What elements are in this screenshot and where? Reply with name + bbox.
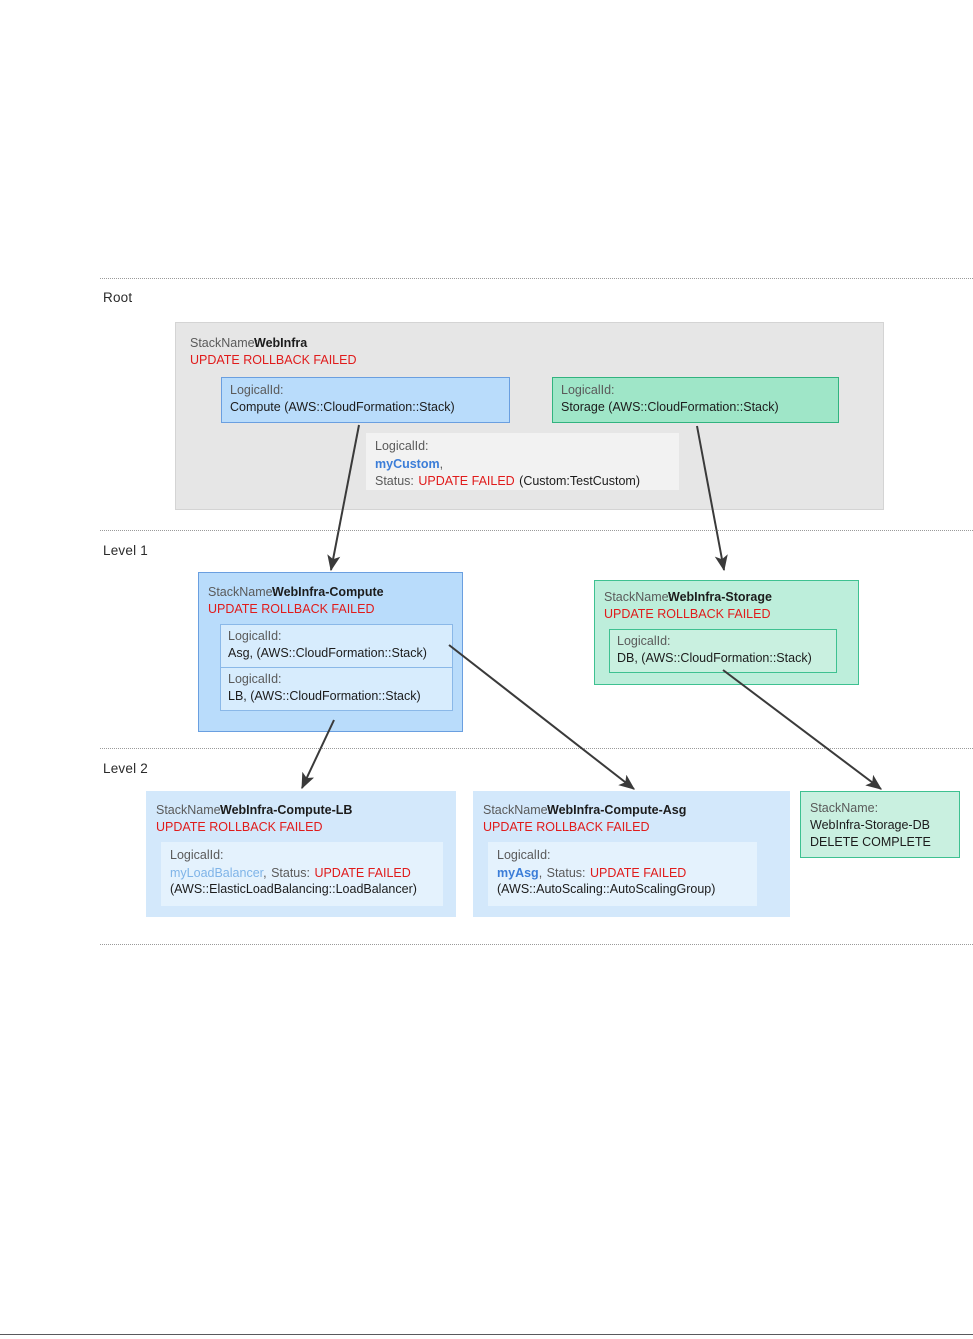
root-resource-mycustom[interactable]: LogicalId: myCustom, Status: UPDATE FAIL… xyxy=(366,433,679,490)
root-stackname-label: StackName: xyxy=(190,336,259,350)
lane-label-root: Root xyxy=(103,290,133,305)
level2-asg-stackname-label: StackName: xyxy=(483,803,552,817)
level2-lb-resource-status: UPDATE FAILED xyxy=(314,866,411,880)
level2-asg-resource-status-label: Status: xyxy=(546,866,586,880)
level2-lb-resource-type: (AWS::ElasticLoadBalancing::LoadBalancer… xyxy=(170,882,417,896)
root-resource-mycustom-status-label: Status: xyxy=(375,474,414,488)
lane-divider-root-top xyxy=(100,278,973,279)
level2-lb-resource-logicalid-label: LogicalId: xyxy=(170,848,224,862)
level1-storage-resource-db-logicalid-label: LogicalId: xyxy=(617,634,671,648)
lane-divider-level1-top xyxy=(100,530,973,531)
root-stack-box[interactable]: StackName: WebInfra UPDATE ROLLBACK FAIL… xyxy=(175,322,884,510)
level2-asg-resource-logicalid-label: LogicalId: xyxy=(497,848,551,862)
root-resource-compute[interactable]: LogicalId: Compute (AWS::CloudFormation:… xyxy=(221,377,510,423)
level2-lb-resource-myloadbalancer[interactable]: LogicalId: myLoadBalancer, Status: UPDAT… xyxy=(161,842,443,906)
level1-storage-status: UPDATE ROLLBACK FAILED xyxy=(604,607,771,621)
level1-compute-status: UPDATE ROLLBACK FAILED xyxy=(208,602,375,616)
root-resource-mycustom-logicalid-label: LogicalId: xyxy=(375,439,429,453)
root-resource-mycustom-status-row: Status: UPDATE FAILED (Custom:TestCustom… xyxy=(375,472,640,490)
level1-compute-resource-asg-logicalid-label: LogicalId: xyxy=(228,629,282,643)
root-resource-storage[interactable]: LogicalId: Storage (AWS::CloudFormation:… xyxy=(552,377,839,423)
level1-compute-resource-asg[interactable]: LogicalId: Asg, (AWS::CloudFormation::St… xyxy=(220,624,453,668)
root-resource-mycustom-status: UPDATE FAILED xyxy=(418,474,515,488)
lane-label-level2: Level 2 xyxy=(103,761,148,776)
level2-stack-webinfra-storage-db[interactable]: StackName: WebInfra-Storage-DB DELETE CO… xyxy=(800,791,960,858)
level1-stack-webinfra-storage[interactable]: StackName: WebInfra-Storage UPDATE ROLLB… xyxy=(594,580,859,685)
level2-lb-resource-status-row: myLoadBalancer, Status: UPDATE FAILED xyxy=(170,864,411,882)
level2-asg-resource-logical-id: myAsg xyxy=(497,866,539,880)
level2-asg-resource-status: UPDATE FAILED xyxy=(590,866,687,880)
level1-compute-resource-lb-value: LB, (AWS::CloudFormation::Stack) xyxy=(228,689,421,703)
level2-lb-status: UPDATE ROLLBACK FAILED xyxy=(156,820,323,834)
level1-compute-resource-lb-logicalid-label: LogicalId: xyxy=(228,672,282,686)
level1-storage-resource-db-value: DB, (AWS::CloudFormation::Stack) xyxy=(617,651,812,665)
level2-asg-resource-status-row: myAsg, Status: UPDATE FAILED xyxy=(497,864,686,882)
level2-lb-resource-comma: , xyxy=(263,866,267,880)
level1-compute-stackname-value: WebInfra-Compute xyxy=(272,585,384,599)
root-resource-mycustom-comma: , xyxy=(439,457,444,471)
lane-label-level1: Level 1 xyxy=(103,543,148,558)
level2-db-status: DELETE COMPLETE xyxy=(810,835,931,849)
level2-asg-status: UPDATE ROLLBACK FAILED xyxy=(483,820,650,834)
level2-db-stackname-label: StackName: xyxy=(810,801,879,815)
root-stackname-value: WebInfra xyxy=(254,336,308,350)
root-resource-mycustom-type: (Custom:TestCustom) xyxy=(519,474,641,488)
level1-storage-stackname-value: WebInfra-Storage xyxy=(668,590,772,604)
root-stack-status: UPDATE ROLLBACK FAILED xyxy=(190,353,357,367)
level1-compute-resource-lb[interactable]: LogicalId: LB, (AWS::CloudFormation::Sta… xyxy=(220,667,453,711)
level1-storage-resource-db[interactable]: LogicalId: DB, (AWS::CloudFormation::Sta… xyxy=(609,629,837,673)
root-resource-storage-value: Storage (AWS::CloudFormation::Stack) xyxy=(561,400,779,414)
level1-stack-webinfra-compute[interactable]: StackName: WebInfra-Compute UPDATE ROLLB… xyxy=(198,572,463,732)
level2-asg-stackname-value: WebInfra-Compute-Asg xyxy=(547,803,687,817)
arrow-db-to-webinfra-storage-db xyxy=(722,669,882,790)
root-resource-storage-logicalid-label: LogicalId: xyxy=(561,383,615,397)
lane-divider-bottom xyxy=(100,944,973,945)
level2-lb-stackname-value: WebInfra-Compute-LB xyxy=(220,803,353,817)
level1-compute-stackname-label: StackName: xyxy=(208,585,277,599)
root-resource-mycustom-logical-id: myCustom xyxy=(375,457,440,471)
root-resource-compute-value: Compute (AWS::CloudFormation::Stack) xyxy=(230,400,455,414)
level2-stack-webinfra-compute-lb[interactable]: StackName: WebInfra-Compute-LB UPDATE RO… xyxy=(146,791,456,917)
page-bottom-rule xyxy=(0,1334,973,1335)
level2-stack-webinfra-compute-asg[interactable]: StackName: WebInfra-Compute-Asg UPDATE R… xyxy=(473,791,790,917)
lane-divider-level2-top xyxy=(100,748,973,749)
level2-asg-resource-myasg[interactable]: LogicalId: myAsg, Status: UPDATE FAILED … xyxy=(488,842,757,906)
level2-lb-stackname-label: StackName: xyxy=(156,803,225,817)
level2-asg-resource-comma: , xyxy=(538,866,543,880)
level1-compute-resource-asg-value: Asg, (AWS::CloudFormation::Stack) xyxy=(228,646,427,660)
root-resource-compute-logicalid-label: LogicalId: xyxy=(230,383,284,397)
level2-db-stackname-value: WebInfra-Storage-DB xyxy=(810,818,930,832)
root-resource-mycustom-id-row: myCustom, xyxy=(375,455,443,473)
level2-asg-resource-type: (AWS::AutoScaling::AutoScalingGroup) xyxy=(497,882,716,896)
level2-lb-resource-status-label: Status: xyxy=(271,866,310,880)
level1-storage-stackname-label: StackName: xyxy=(604,590,673,604)
level2-lb-resource-logical-id: myLoadBalancer xyxy=(170,866,264,880)
